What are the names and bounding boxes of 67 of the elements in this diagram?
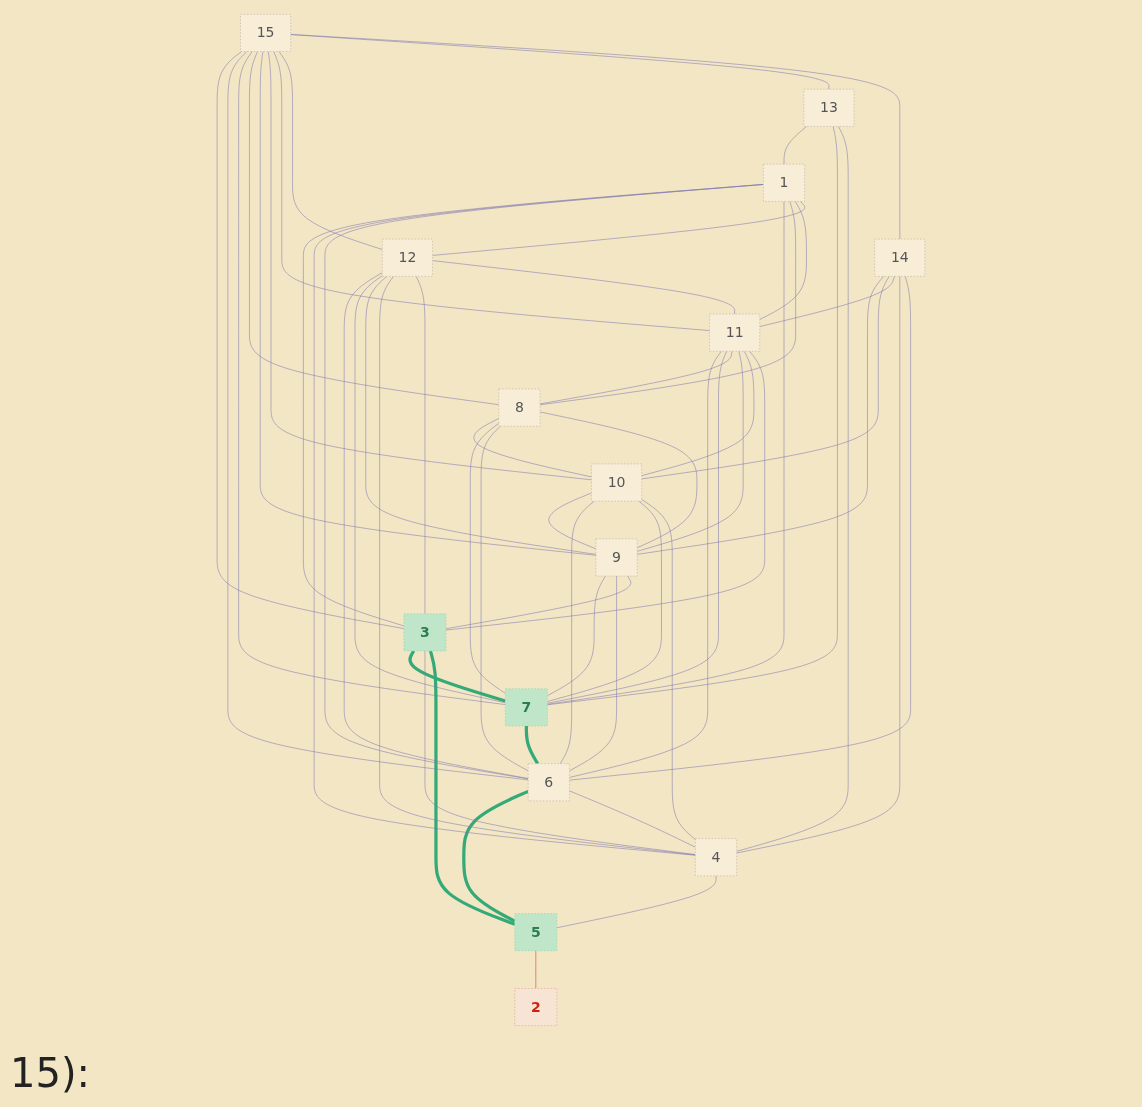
connector bbox=[238, 51, 506, 705]
node-box: 13 bbox=[803, 89, 855, 127]
connector bbox=[432, 260, 735, 315]
connector bbox=[259, 51, 597, 556]
connector bbox=[569, 790, 696, 848]
connector bbox=[278, 51, 383, 250]
node-box: 1 bbox=[763, 163, 805, 202]
connector bbox=[227, 51, 529, 781]
connector bbox=[641, 499, 696, 840]
connector bbox=[548, 492, 597, 550]
node-box: 8 bbox=[498, 388, 541, 427]
connector bbox=[539, 351, 733, 405]
connector bbox=[641, 276, 890, 480]
connector bbox=[480, 425, 529, 772]
node-box: 11 bbox=[709, 313, 760, 352]
connector bbox=[759, 276, 895, 327]
connector bbox=[547, 351, 727, 704]
connector bbox=[569, 575, 617, 772]
connector bbox=[365, 276, 597, 555]
connector bbox=[268, 51, 592, 481]
connector bbox=[473, 418, 592, 478]
node-box: 4 bbox=[695, 838, 737, 877]
connector bbox=[759, 201, 807, 320]
connector bbox=[524, 725, 540, 765]
connector bbox=[445, 575, 632, 629]
connector bbox=[343, 272, 529, 779]
connector bbox=[354, 275, 506, 703]
connector bbox=[547, 575, 606, 696]
connector bbox=[470, 423, 506, 694]
connector bbox=[641, 351, 755, 476]
connector bbox=[547, 126, 838, 706]
connector bbox=[547, 201, 785, 705]
connector bbox=[539, 411, 698, 549]
connector bbox=[636, 276, 885, 555]
node-box: 12 bbox=[382, 238, 433, 277]
connector bbox=[556, 875, 717, 929]
connector bbox=[569, 351, 722, 778]
connector bbox=[539, 201, 796, 406]
connector bbox=[379, 276, 696, 856]
node-box: 14 bbox=[874, 238, 926, 277]
connector bbox=[547, 500, 662, 702]
node-box: 3 bbox=[403, 613, 447, 652]
node-box: 6 bbox=[527, 763, 570, 802]
connector bbox=[462, 789, 529, 923]
node-box: 2 bbox=[514, 988, 558, 1026]
node-box: 5 bbox=[514, 913, 558, 951]
connector bbox=[569, 276, 911, 781]
node-box: 7 bbox=[505, 688, 548, 727]
node-box: 10 bbox=[591, 463, 642, 502]
connector bbox=[249, 51, 500, 405]
connector bbox=[290, 34, 901, 240]
connector bbox=[636, 351, 744, 552]
node-box: 9 bbox=[595, 538, 638, 577]
connector bbox=[424, 650, 696, 855]
connector bbox=[216, 51, 405, 629]
connector bbox=[432, 201, 806, 256]
connector bbox=[408, 650, 506, 703]
connector bbox=[736, 276, 901, 854]
connector bbox=[273, 51, 710, 331]
connector bbox=[415, 276, 426, 615]
text-label: 15): bbox=[10, 1050, 90, 1096]
connector bbox=[783, 126, 807, 165]
connector bbox=[428, 650, 516, 926]
connector bbox=[445, 351, 765, 631]
connector bbox=[559, 500, 595, 764]
connector bbox=[736, 126, 849, 852]
node-box: 15 bbox=[240, 14, 291, 52]
